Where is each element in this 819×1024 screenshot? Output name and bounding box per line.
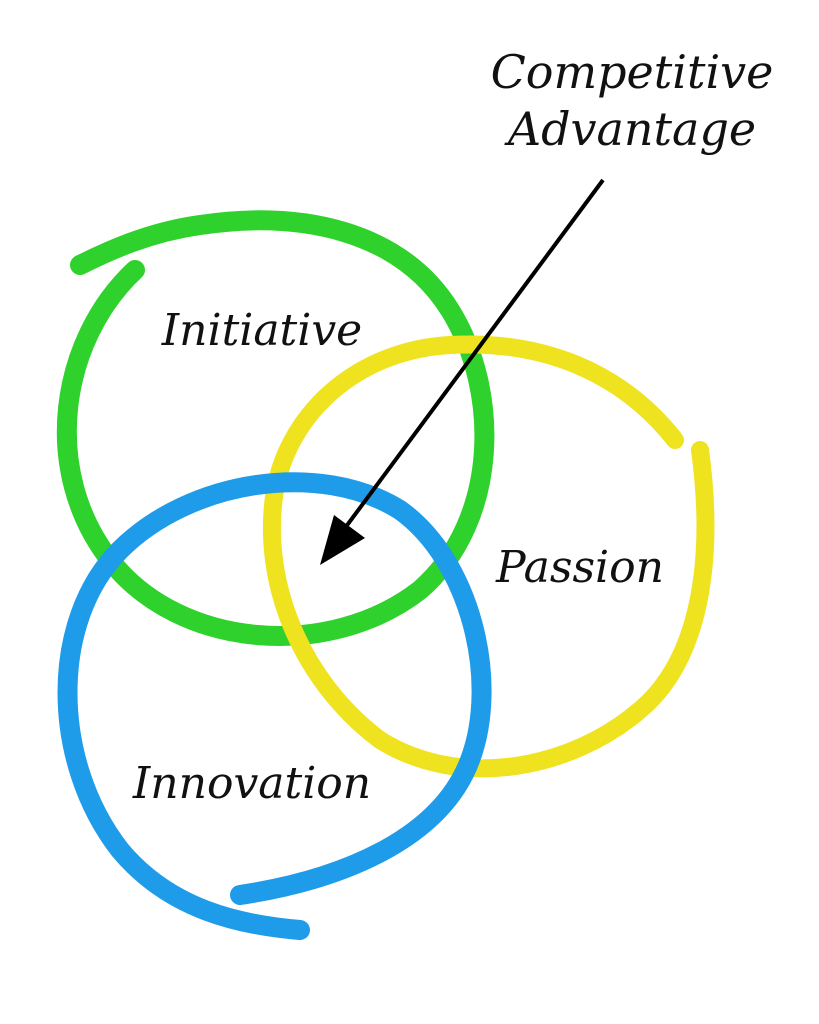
passion-circle <box>263 335 715 778</box>
initiative-label: Initiative <box>161 305 362 356</box>
title-line-1: Competitive <box>491 45 774 99</box>
passion-label: Passion <box>495 542 664 593</box>
initiative-circle <box>56 210 495 646</box>
title-line-2: Advantage <box>504 102 756 156</box>
arrow <box>320 178 605 565</box>
innovation-label: Innovation <box>132 758 371 809</box>
innovation-circle <box>57 472 492 940</box>
